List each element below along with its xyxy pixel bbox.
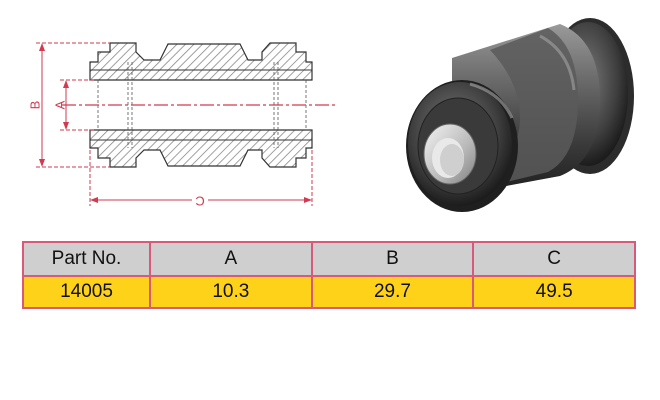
dimension-b-label: B	[27, 101, 42, 110]
cell-c: 49.5	[472, 275, 636, 309]
section-view	[62, 42, 338, 168]
cell-a: 10.3	[149, 275, 313, 309]
bushing-lower-section	[89, 129, 313, 168]
header-b: B	[310, 241, 475, 277]
header-c: C	[472, 241, 636, 277]
table-header-row: Part No. A B C	[22, 241, 636, 277]
dimension-c-label: C	[195, 194, 204, 209]
dimension-a-label: A	[52, 100, 67, 109]
specification-table: Part No. A B C 14005 10.3 29.7 49.5	[22, 241, 636, 309]
bushing-upper-section	[89, 42, 313, 81]
cell-part-no: 14005	[22, 275, 151, 309]
table-row: 14005 10.3 29.7 49.5	[22, 275, 636, 309]
cell-b: 29.7	[310, 275, 475, 309]
header-part-no: Part No.	[22, 241, 151, 277]
dimension-b	[36, 42, 110, 168]
bushing-3d-render	[406, 18, 634, 212]
header-a: A	[149, 241, 313, 277]
dimension-a	[60, 79, 96, 131]
dimension-c	[89, 150, 313, 208]
technical-drawing: B A C	[27, 18, 634, 212]
